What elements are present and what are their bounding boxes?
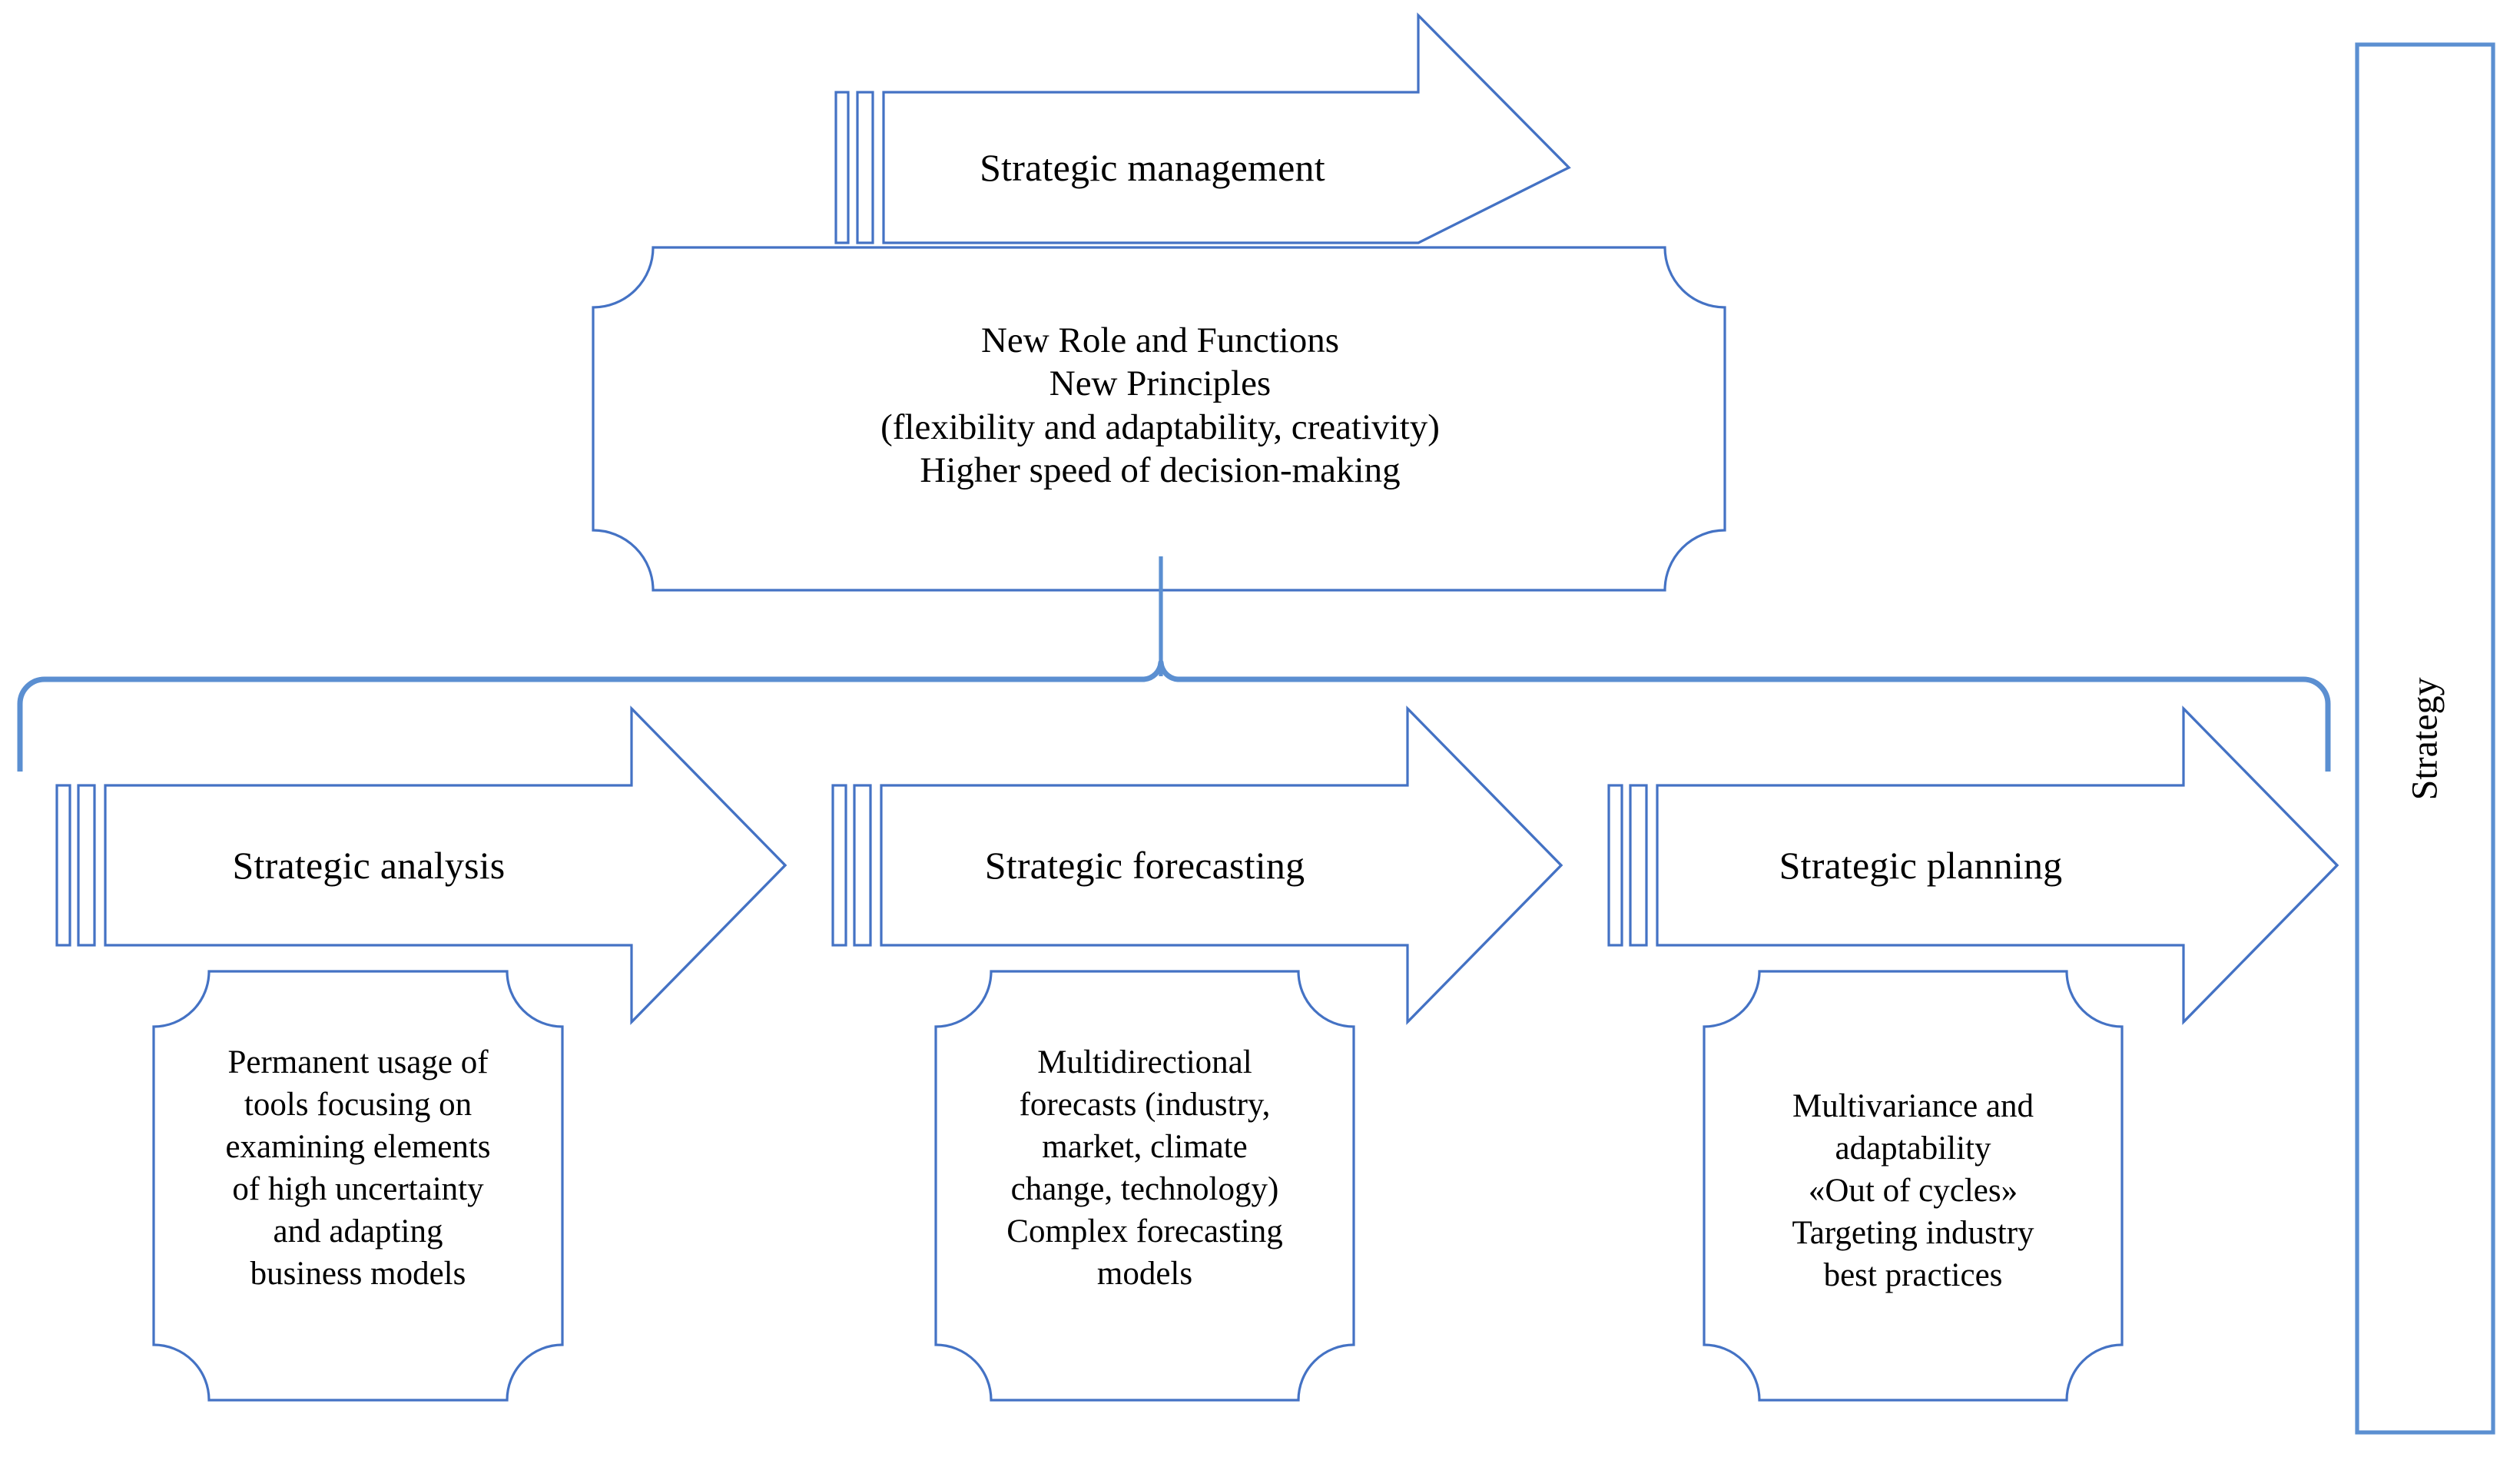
detail-plaque-1-text: Permanent usage of tools focusing on exa… xyxy=(225,1044,491,1293)
stage-arrow-1-stripe-1 xyxy=(55,784,71,947)
top-arrow-stripe-2 xyxy=(856,91,874,244)
central-plaque-outline xyxy=(592,246,1726,592)
detail-plaque-3-shape xyxy=(1703,970,2124,1402)
detail-plaque-1-outline xyxy=(152,970,564,1402)
bracket-path xyxy=(17,659,2331,772)
central-plaque-text: New Role and Functions New Principles (f… xyxy=(880,320,1440,491)
strategy-box-outline xyxy=(2355,42,2495,1435)
top-arrow-head-outline xyxy=(1417,14,1571,244)
stage-arrow-2-head-outline xyxy=(1406,707,1563,1024)
detail-plaque-2-outline xyxy=(934,970,1355,1402)
detail-plaque-2-shape xyxy=(934,970,1355,1402)
strategy-box-shape xyxy=(2355,42,2495,1435)
stage-arrow-1-label: Strategic analysis xyxy=(232,844,506,887)
strategy-box-label-wrapper: Strategy xyxy=(2357,45,2493,1432)
stage-arrow-1-head-outline xyxy=(630,707,788,1024)
stage-arrow-1-stripe-2 xyxy=(77,784,96,947)
stage-arrow-3-label: Strategic planning xyxy=(1779,844,2063,887)
detail-plaque-2-text: Multidirectional forecasts (industry, ma… xyxy=(1006,1044,1283,1293)
stage-arrow-2-label: Strategic forecasting xyxy=(984,844,1305,887)
stage-bracket xyxy=(17,659,2331,772)
detail-plaque-3-text: Multivariance and adaptability «Out of c… xyxy=(1792,1088,2034,1294)
detail-plaque-1-shape xyxy=(152,970,564,1402)
stage-arrow-3-stripe-1 xyxy=(1607,784,1623,947)
stage-arrow-2-shape xyxy=(831,705,1563,1025)
top-arrow-label: Strategic management xyxy=(980,146,1325,189)
stage-arrow-1-shape xyxy=(55,705,788,1025)
stage-arrow-3-head-outline xyxy=(2182,707,2339,1024)
stage-arrow-3-shape xyxy=(1607,705,2339,1025)
stage-arrow-2-stripe-1 xyxy=(831,784,847,947)
top-arrow-shape xyxy=(834,12,1571,244)
strategy-box-label: Strategy xyxy=(2404,677,2445,800)
stage-arrow-3-stripe-2 xyxy=(1629,784,1648,947)
central-plaque-shape xyxy=(592,246,1726,592)
stage-arrow-2-stripe-2 xyxy=(853,784,872,947)
top-arrow-body xyxy=(882,12,1571,244)
top-arrow-stripe-1 xyxy=(834,91,850,244)
detail-plaque-3-outline xyxy=(1703,970,2124,1402)
